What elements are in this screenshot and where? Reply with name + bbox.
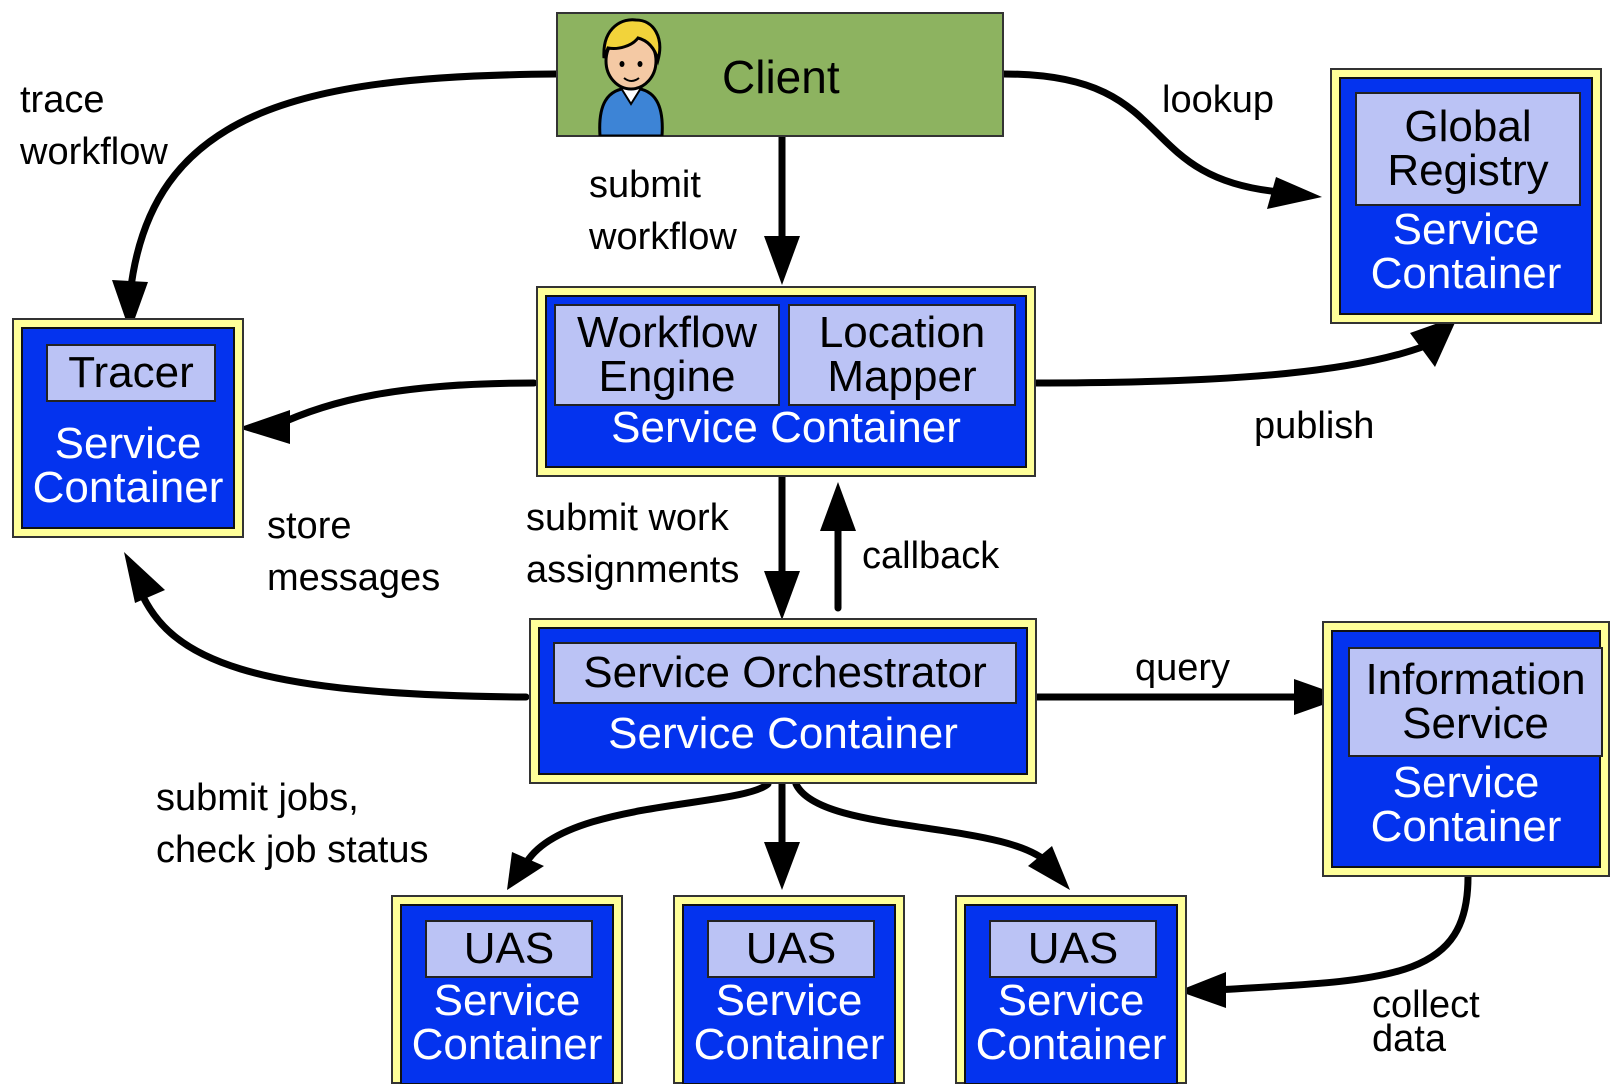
service-container-label: Service Container	[975, 976, 1167, 1069]
arrowhead	[112, 280, 148, 332]
edge-label-trace-workflow: trace workflow	[20, 79, 168, 173]
edge-label-callback: callback	[862, 535, 1000, 577]
edge-label-publish: publish	[1254, 405, 1375, 447]
workflow-container: Workflow Engine Location Mapper Service …	[536, 286, 1036, 477]
arrowhead	[1294, 679, 1345, 715]
workflow-engine-box: Workflow Engine	[554, 304, 780, 406]
arrowhead	[238, 410, 290, 444]
global-registry-container: Global Registry Service Container	[1330, 68, 1602, 324]
tracer-box: Tracer	[46, 344, 216, 402]
service-container-label: Service Container	[32, 419, 224, 512]
location-mapper-box: Location Mapper	[788, 304, 1016, 406]
edge-lookup	[1000, 70, 1284, 196]
arrowhead	[764, 236, 800, 285]
service-container-label: Service Container	[411, 976, 603, 1069]
arrowhead	[1028, 846, 1070, 890]
edge-submit-jobs-3	[792, 780, 1054, 869]
uas-container-1: UAS Service Container	[391, 895, 623, 1084]
client-label: Client	[722, 51, 840, 103]
edge-label-query: query	[1135, 647, 1231, 689]
arrowhead	[820, 482, 856, 531]
arrowhead	[1267, 177, 1322, 209]
edge-label-store-messages: store messages	[267, 505, 441, 599]
information-service-box: Information Service	[1348, 647, 1603, 757]
uas-container-2: UAS Service Container	[673, 895, 905, 1084]
tracer-container: Tracer Service Container	[12, 318, 244, 538]
edge-label-submit-work: submit work assignments	[526, 497, 740, 591]
client-node: Client	[556, 12, 1004, 137]
edge-workflow-to-tracer	[271, 379, 538, 430]
arrowhead	[1410, 316, 1458, 367]
arrowhead	[764, 571, 800, 620]
information-service-container: Information Service Service Container	[1322, 621, 1610, 877]
global-registry-box: Global Registry	[1355, 92, 1581, 206]
edge-label-submit-jobs: submit jobs, check job status	[156, 777, 429, 871]
user-icon	[598, 18, 664, 136]
uas-box-3: UAS	[989, 920, 1157, 978]
edge-store-messages	[136, 586, 530, 701]
uas-box-2: UAS	[707, 920, 875, 978]
uas-container-3: UAS Service Container	[955, 895, 1187, 1084]
arrowhead	[764, 842, 800, 890]
edge-trace-workflow	[126, 70, 560, 299]
edge-label-lookup: lookup	[1162, 79, 1274, 121]
service-container-label: Service Container	[608, 709, 958, 758]
arrowhead	[1178, 972, 1226, 1008]
arrowhead	[124, 552, 165, 603]
edge-collect-data	[1211, 873, 1472, 994]
arrowhead	[507, 852, 544, 890]
uas-box-1: UAS	[425, 920, 593, 978]
service-container-label: Service Container	[1370, 758, 1562, 851]
orchestrator-container: Service Orchestrator Service Container	[529, 618, 1037, 784]
service-container-label: Service Container	[693, 976, 885, 1069]
edge-publish	[1028, 342, 1429, 387]
service-container-label: Service Container	[611, 403, 961, 452]
service-orchestrator-box: Service Orchestrator	[553, 642, 1017, 704]
edge-label-collect-data: collect data	[1372, 984, 1480, 1060]
edge-submit-jobs-1	[521, 780, 772, 869]
service-container-label: Service Container	[1370, 205, 1562, 298]
edge-label-submit-workflow: submit workflow	[589, 164, 737, 258]
